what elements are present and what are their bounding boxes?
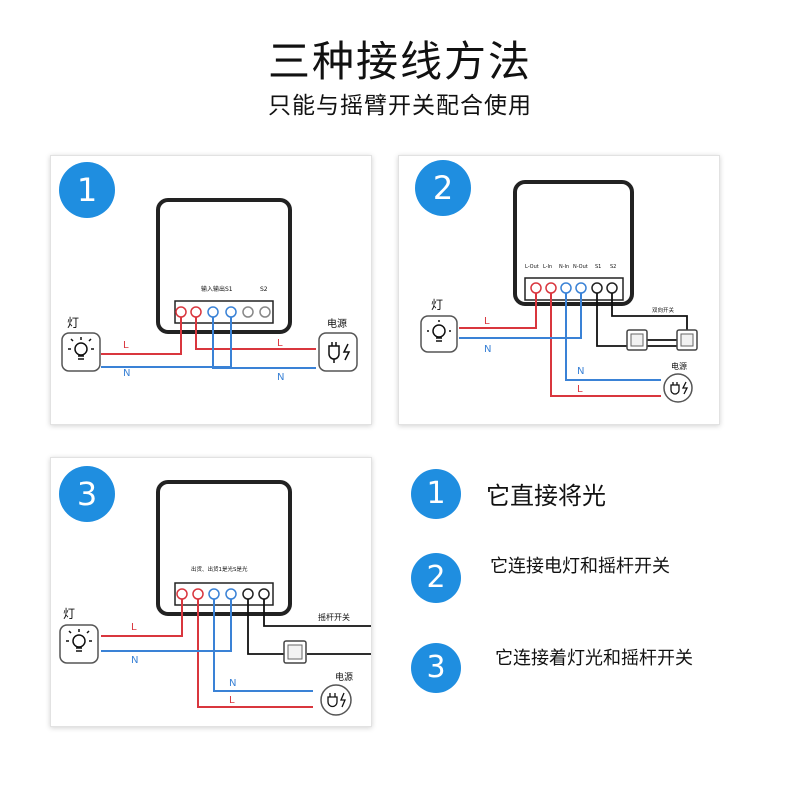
legend-text-3: 它连接着灯光和摇杆开关 [495,648,693,669]
legend-badge-3: 3 [411,643,461,693]
terminal-label-l-in: L-In [543,264,552,270]
plug-icon [327,692,346,708]
lamp-box [61,332,101,372]
step-badge-3: 3 [59,466,115,522]
rocker-switch-icon [283,640,307,664]
device-label: 输入输出S1 [201,285,233,293]
live-wire [459,293,661,397]
terminals [530,282,618,294]
terminal-label-l-out: L-Out [525,264,539,270]
wiring-diagram-3: 出货、出货1是光S是光 摇杆开关 灯 [59,480,371,716]
terminal-label-n-out: N-Out [573,264,588,270]
device-label-s2: S2 [260,286,268,293]
switch-label: 双向开关 [652,306,675,314]
lamp-box [59,624,99,664]
wire-label-l-left: L [123,340,129,351]
wiring-diagram-2: L-Out L-In N-In N-Out S1 S2 双向 [420,180,698,403]
diagram-panel-2: L-Out L-In N-In N-Out S1 S2 双向 [398,155,720,425]
switch-wire [247,599,371,655]
device-label: 出货、出货1是光S是光 [191,565,248,573]
wiring-diagram-1: 输入输出S1 S2 灯 L N L [61,198,358,383]
wire-label-n-bottom: N [577,366,584,377]
bulb-icon [427,320,451,342]
terminal-label-n-in: N-In [559,264,569,270]
lamp-label: 灯 [63,607,75,621]
terminal-block [174,300,274,324]
wire-label-l-right: L [277,338,283,349]
power-circle [663,373,693,403]
switch-module [156,480,292,616]
neutral-wire [459,293,661,381]
power-circle [320,684,352,716]
legend-badge-1: 1 [411,469,461,519]
bulb-icon [68,337,94,360]
lamp-box [420,315,458,353]
switch-module [156,198,292,334]
wire-label-n-left: N [123,368,130,379]
neutral-wire [101,599,313,692]
power-label: 电源 [335,671,353,683]
page-title: 三种接线方法 [267,37,532,86]
wire-label-n-left: N [131,655,138,666]
switch-label: 摇杆开关 [318,612,350,622]
wire-label-l-bottom: L [229,695,235,706]
wire-label-l-left: L [131,622,137,633]
plug-icon [670,381,689,395]
terminal-label-s1: S1 [595,264,601,270]
switch-module [513,180,634,306]
diagram-panel-3: 出货、出货1是光S是光 摇杆开关 灯 [50,457,372,727]
page-subtitle: 只能与摇臂开关配合使用 [268,93,532,119]
power-label: 电源 [671,361,687,371]
plug-icon [328,342,351,363]
wire-label-n-bottom: N [229,678,236,689]
legend-badge-2: 2 [411,553,461,603]
power-box [318,332,358,372]
step-badge-2: 2 [415,160,471,216]
wire-label-l-bottom: L [577,384,583,395]
live-wire [101,599,313,708]
diagram-panel-1: 输入输出S1 S2 灯 L N L [50,155,372,425]
legend-text-2: 它连接电灯和摇杆开关 [490,556,670,577]
rocker-switch-icon [626,329,698,351]
wire-label-n-left: N [484,344,491,355]
live-wire [101,317,316,355]
wire-label-l-left: L [484,316,490,327]
power-label: 电源 [327,317,347,330]
bulb-icon [66,629,92,652]
lamp-label: 灯 [431,298,443,312]
terminal-label-s2: S2 [610,264,616,270]
lamp-label: 灯 [67,316,79,330]
wire-label-n-right: N [277,372,284,383]
neutral-wire [101,317,316,369]
step-badge-1: 1 [59,162,115,218]
legend-text-1: 它直接将光 [486,482,606,510]
